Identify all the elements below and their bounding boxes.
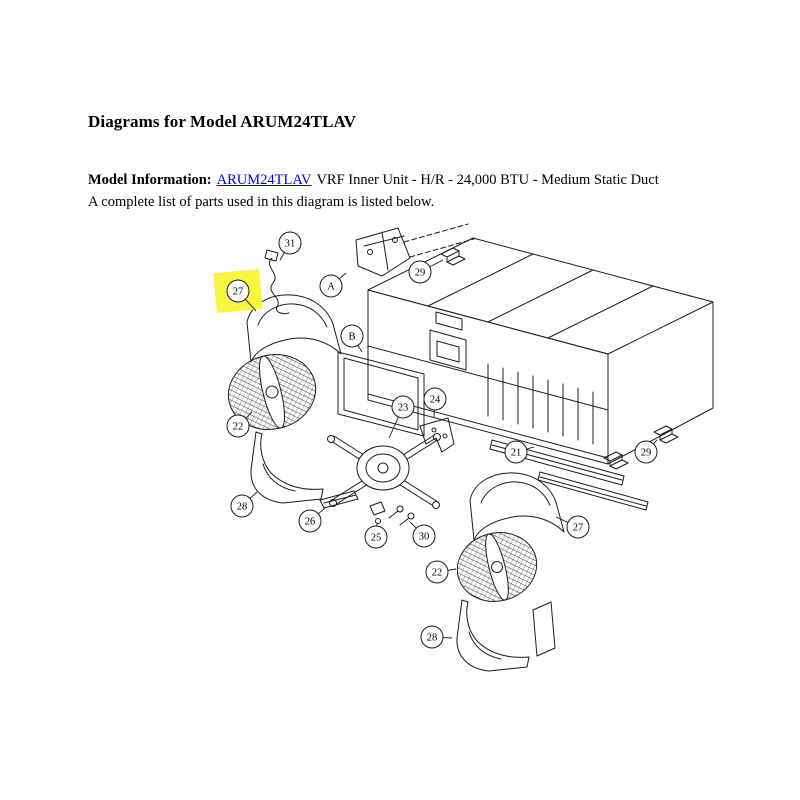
callout-leader [245,411,253,419]
callout-circle[interactable] [423,387,447,411]
callout-leader [653,439,658,445]
callout-leader [526,446,535,450]
callout-A[interactable]: A [319,272,347,298]
parts-note: A complete list of parts used in this di… [88,194,435,210]
hanger-clip-top [440,247,466,266]
callout-circle[interactable] [391,395,415,419]
callout-circle[interactable] [420,625,444,649]
callout-27[interactable]: 27 [213,269,263,313]
model-info-label: Model Information: [88,172,212,188]
callout-label: 23 [398,403,409,414]
callout-circle[interactable] [226,414,250,438]
callout-circle[interactable] [278,231,302,255]
model-link[interactable]: ARUM24TLAV [216,172,312,188]
callout-label: A [327,282,335,293]
callout-circle[interactable] [504,440,528,464]
callout-circle[interactable] [226,279,250,303]
callout-leader [409,521,417,529]
fan-housing-top-right [469,472,565,541]
callout-29[interactable]: 29 [634,439,658,464]
callout-leader [279,252,285,261]
callout-label: 27 [573,523,584,534]
callout-circle[interactable] [298,509,322,533]
callout-circle[interactable] [566,515,590,539]
callout-29[interactable]: 29 [408,259,444,284]
callout-circle[interactable] [412,524,436,548]
fan-housing-lower-left [250,431,324,504]
callout-26[interactable]: 26 [298,507,326,533]
callout-label: 27 [233,287,244,298]
callout-21[interactable]: 21 [504,440,535,464]
hanger-clips-right [603,425,679,470]
callout-label: 30 [419,532,430,543]
callout-label: 31 [285,239,296,250]
fan-housing-bottom [456,599,556,672]
mounting-bracket-a [355,223,475,277]
callout-leader [249,491,258,499]
callout-circle[interactable] [230,494,254,518]
callout-circle[interactable] [425,560,449,584]
blower-wheel-bottom [456,532,538,602]
callout-23[interactable]: 23 [388,395,415,439]
callout-28[interactable]: 28 [420,625,453,649]
callout-label: 28 [237,502,248,513]
callout-circle[interactable] [634,440,658,464]
callout-24[interactable]: 24 [423,387,447,418]
callout-28[interactable]: 28 [230,491,258,518]
callout-31[interactable]: 31 [278,231,302,261]
callout-label: 28 [427,633,438,644]
callout-27[interactable]: 27 [555,515,590,539]
callout-label: 22 [233,422,244,433]
callout-circle[interactable] [364,525,388,549]
callout-label: 26 [305,517,316,528]
wire-harness [264,249,290,315]
callout-B[interactable]: B [340,324,364,353]
callout-leader [245,298,257,312]
callout-leader [429,259,444,268]
callout-leader [388,416,399,439]
blower-wheel-top [227,354,317,430]
callout-label: B [348,332,355,343]
screws [388,505,415,526]
access-panel-b [337,351,425,437]
callout-circle[interactable] [319,274,343,298]
fan-motor [356,445,410,491]
callout-30[interactable]: 30 [409,521,436,548]
callout-25[interactable]: 25 [364,522,388,549]
motor-bracket [419,417,455,453]
callout-leader [447,568,457,571]
page-title: Diagrams for Model ARUM24TLAV [88,112,357,131]
callout-label: 29 [641,448,652,459]
callout-label: 25 [371,533,382,544]
callout-leader [555,516,569,523]
callout-label: 21 [511,448,522,459]
model-description: VRF Inner Unit - H/R - 24,000 BTU - Medi… [316,172,659,188]
callout-label: 24 [430,395,441,406]
callout-leader [339,272,347,280]
callout-label: 29 [415,268,426,279]
callout-22[interactable]: 22 [425,560,457,584]
support-strip [319,490,359,509]
callout-circle[interactable] [408,260,432,284]
callout-label: 22 [432,568,443,579]
callout-22[interactable]: 22 [226,411,253,438]
callout-circle[interactable] [340,324,364,348]
small-clip [369,501,386,524]
fan-housing-top-left [246,294,342,363]
callout-leader [357,345,363,353]
callout-leader [318,507,326,515]
